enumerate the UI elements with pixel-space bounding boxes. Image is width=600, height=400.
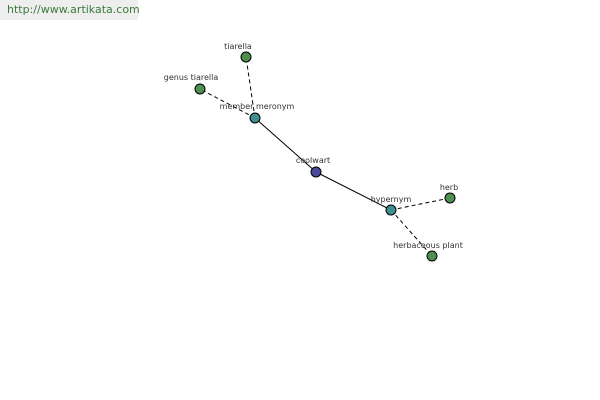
edge-member-meronym-genus-tiarella bbox=[199, 88, 256, 119]
node-coolwart[interactable]: coolwart bbox=[296, 156, 330, 178]
node-label-herb: herb bbox=[440, 183, 458, 192]
edge-coolwart-member-meronym bbox=[254, 117, 317, 173]
node-genus-tiarella[interactable]: genus tiarella bbox=[164, 73, 219, 95]
node-label-hypernym: hypernym bbox=[371, 195, 412, 204]
site-watermark: http://www.artikata.com bbox=[0, 0, 140, 20]
node-herb[interactable]: herb bbox=[440, 183, 458, 204]
node-dot-member-meronym[interactable] bbox=[249, 112, 261, 124]
edge-member-meronym-tiarella bbox=[245, 56, 256, 119]
node-dot-herb[interactable] bbox=[444, 192, 456, 204]
edge-coolwart-hypernym bbox=[315, 171, 392, 211]
node-label-tiarella: tiarella bbox=[224, 42, 252, 51]
node-label-coolwart: coolwart bbox=[296, 156, 330, 165]
node-tiarella[interactable]: tiarella bbox=[224, 42, 252, 63]
node-label-genus-tiarella: genus tiarella bbox=[164, 73, 219, 82]
node-hypernym[interactable]: hypernym bbox=[371, 195, 412, 216]
nodes-layer: coolwart member meronym hypernym tiarella ge… bbox=[164, 42, 463, 262]
edge-hypernym-herbaceous-plant bbox=[390, 209, 433, 257]
node-dot-tiarella[interactable] bbox=[240, 51, 252, 63]
node-label-member-meronym: member meronym bbox=[220, 102, 295, 111]
edge-hypernym-herb bbox=[390, 197, 451, 211]
node-herbaceous-plant[interactable]: herbaceous plant bbox=[393, 241, 463, 262]
node-label-herbaceous-plant: herbaceous plant bbox=[393, 241, 463, 250]
node-dot-genus-tiarella[interactable] bbox=[194, 83, 206, 95]
node-member-meronym[interactable]: member meronym bbox=[220, 102, 295, 124]
node-dot-coolwart[interactable] bbox=[310, 166, 322, 178]
edges-layer bbox=[199, 56, 451, 257]
node-dot-herbaceous-plant[interactable] bbox=[426, 250, 438, 262]
node-dot-hypernym[interactable] bbox=[385, 204, 397, 216]
